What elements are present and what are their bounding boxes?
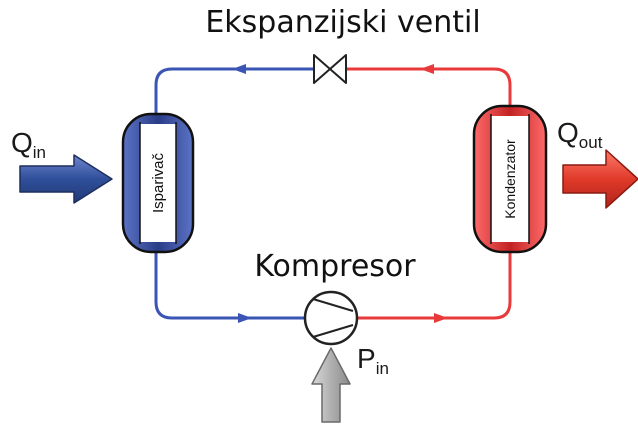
evaporator: Isparivač — [121, 112, 195, 254]
pipe-top-hot — [344, 67, 512, 108]
expansion-valve-icon — [313, 54, 347, 84]
heat-out-arrow-icon — [562, 149, 638, 209]
evaporator-label: Isparivač — [150, 152, 167, 213]
heat-out-label: Qout — [557, 117, 603, 152]
condenser: Kondenzator — [472, 104, 548, 254]
flow-arrows — [232, 64, 448, 323]
compressor-icon — [303, 290, 359, 346]
pipe-bottom-hot — [356, 250, 512, 320]
condenser-label: Kondenzator — [502, 139, 518, 219]
refrigerant-loop — [154, 67, 512, 320]
expansion-valve-label: Ekspanzijski ventil — [205, 5, 480, 40]
power-in-label: Pin — [357, 343, 389, 378]
pipe-bottom-cold — [154, 250, 307, 320]
heat-in-arrow-icon — [19, 154, 113, 204]
pipe-top-cold — [154, 67, 316, 116]
flow-arrow-top-cold — [232, 64, 246, 74]
flow-arrow-top-hot — [420, 64, 434, 74]
compressor-label: Kompresor — [254, 249, 416, 284]
flow-arrow-bottom-cold — [238, 313, 252, 323]
heat-in-label: Qin — [11, 127, 46, 162]
flow-arrow-bottom-hot — [434, 313, 448, 323]
power-in-arrow-icon — [311, 347, 351, 423]
